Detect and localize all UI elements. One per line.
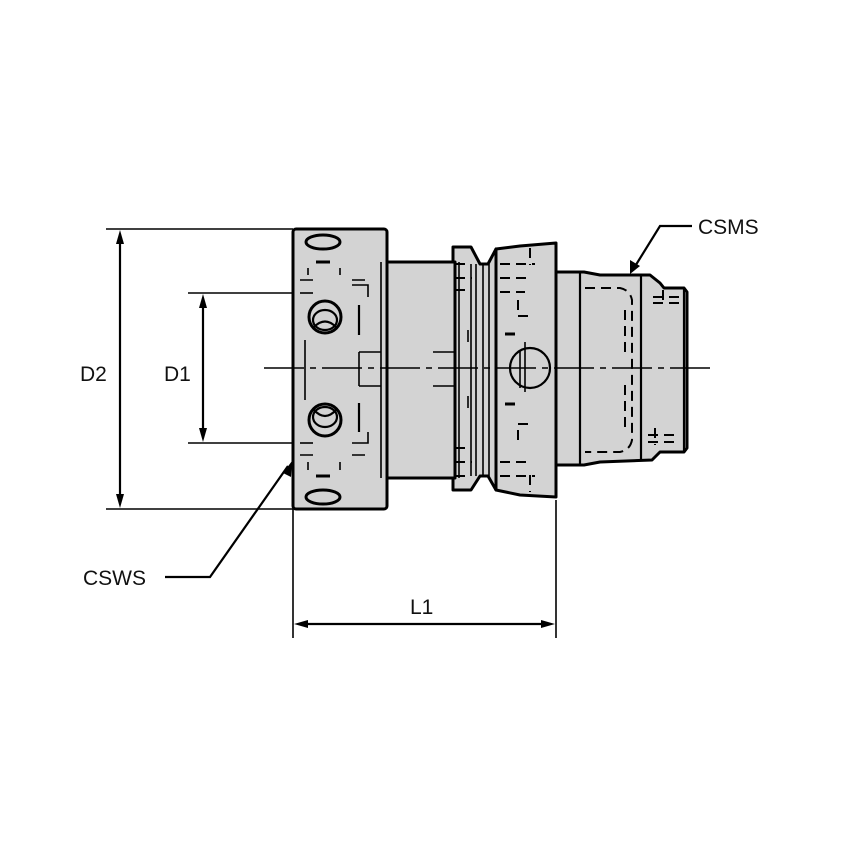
label-l1: L1: [410, 596, 433, 619]
label-csms: CSMS: [698, 216, 759, 239]
label-d1: D1: [164, 363, 191, 386]
dimension-l1: [292, 500, 557, 638]
leader-csms: [630, 224, 692, 274]
leader-csws: [165, 461, 292, 579]
tapered-collar: [490, 241, 558, 499]
head-section: [291, 227, 389, 511]
dimension-d2: [106, 228, 293, 510]
head-details: [300, 233, 369, 506]
screw-hole-upper: [300, 292, 343, 335]
neck-section: [385, 260, 457, 480]
dimension-d1: [188, 292, 296, 444]
label-csws: CSWS: [83, 567, 146, 590]
screw-hole-lower: [300, 402, 343, 444]
label-d2: D2: [80, 363, 107, 386]
tool-holder-body: [291, 227, 689, 511]
